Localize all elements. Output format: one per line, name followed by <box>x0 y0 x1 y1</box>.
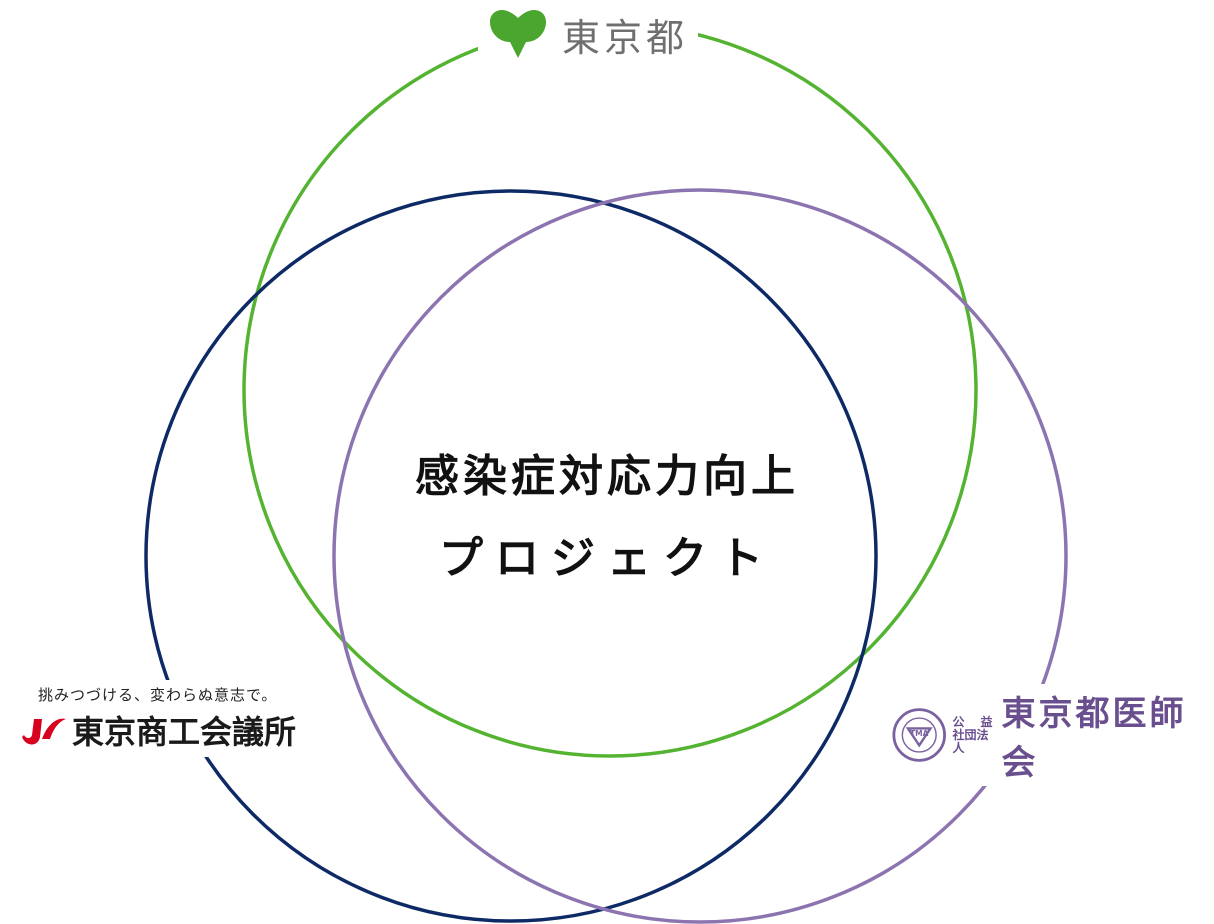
prefix-top-left: 公 <box>952 714 965 729</box>
prefix-bottom: 社団法人 <box>952 727 989 755</box>
ginkgo-leaf-icon <box>490 10 546 58</box>
svg-text:TMA: TMA <box>910 729 929 738</box>
tma-emblem-icon: TMA <box>892 708 946 762</box>
medical-name: 東京都医師会 <box>1001 694 1187 783</box>
chamber-name: 東京商工会議所 <box>72 713 297 751</box>
chamber-logo: 挑みつづける、変わらぬ意志で。 東京商工会議所 <box>14 680 303 757</box>
project-title-line2: プロジェクト <box>439 533 775 584</box>
tokyo-name: 東京都 <box>562 15 689 60</box>
medical-association-logo: TMA 公 益 社団法人 東京都医師会 <box>888 684 1214 786</box>
chamber-slogan: 挑みつづける、変わらぬ意志で。 <box>38 686 278 704</box>
prefix-top-right: 益 <box>980 714 993 729</box>
project-title-line1: 感染症対応力向上 <box>415 451 799 502</box>
chamber-mark-icon <box>22 718 66 745</box>
tokyo-logo: 東京都 <box>478 6 699 62</box>
tma-legal-prefix: 公 益 社団法人 <box>952 714 997 755</box>
chamber-circle <box>144 189 878 923</box>
medical-circle <box>332 188 1068 924</box>
